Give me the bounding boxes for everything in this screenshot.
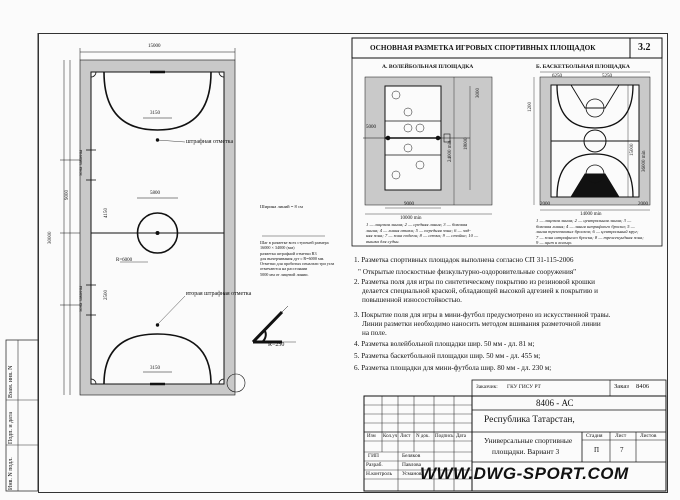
note-line: 4. Разметка волейбольной площадки шир. 5… (354, 340, 535, 348)
basketball-legend-line: 1 — лицевая линия; 2 — центральная линия… (536, 218, 632, 223)
watermark-text: WWW.DWG-SPORT.COM (420, 464, 629, 483)
field-note: Шаг в разметке всех ступеней размера (260, 240, 329, 245)
field-note: Отметки для пробитых пенальти три угла (260, 261, 335, 266)
field-zone-left: зона замены (79, 149, 84, 176)
stamp-sheets-label: Листов (640, 433, 657, 439)
stamp-col-list: Лист (400, 434, 411, 439)
field-dim-circle: 5800 (150, 191, 160, 196)
volleyball-dim-edge: 3000 (476, 88, 481, 98)
stamp-role-gip: ГИП (368, 453, 379, 459)
basketball-title: Б. БАСКЕТБОЛЬНАЯ ПЛОЩАДКА (536, 64, 630, 70)
basketball-dim-left: 1200 (528, 102, 533, 112)
stamp-sheet-value: 7 (620, 446, 624, 454)
stamp-order-label: Заказ (614, 383, 629, 390)
volleyball-legend: 1 — лицевая линия; 2 — средняя линия; 3 … (366, 222, 478, 244)
note-line: Линии разметки необходимо наносить метод… (362, 320, 601, 328)
field-dim-small-left: 9000 (65, 190, 70, 200)
corner-detail (251, 305, 296, 344)
field-dim-center: 4150 (104, 208, 109, 218)
stamp-customer-label: Заказчик: (476, 384, 498, 390)
note-line: 6. Разметка площадки для мини-футбола ши… (354, 364, 552, 372)
margin-sign-date: Подп. и дата (8, 411, 14, 444)
field-zone-left-2: зона замены (79, 285, 84, 312)
note-line: на поле. (362, 329, 387, 337)
note-line: " Открытые плоскостные физкультурно-оздо… (358, 268, 577, 276)
field-label-penalty: штрафная отметка (186, 139, 234, 145)
basketball-dim-total-h: 36000 min (642, 150, 647, 172)
volleyball-dim-total-w: 10000 min (400, 216, 422, 221)
basketball-legend-line: 7 — зона штрафного броска; 8 — трехсекун… (536, 234, 644, 240)
field-note: для вычерчивания дуг с R=6000 мм. (260, 255, 325, 261)
volleyball-legend-line: вышка для судьи. (366, 238, 400, 244)
stamp-stage-label: Стадия (586, 433, 603, 439)
stamp-name-razrab: Павлова (402, 462, 422, 468)
basketball-dim-bottom-r: 2000 (638, 202, 648, 207)
note-line: повышенной износостойкостью. (362, 296, 462, 304)
field-dim-top: 15000 (148, 44, 161, 49)
field-label-second-penalty: вторая штрафная отметка (186, 291, 252, 297)
stamp-name-nkontr: Усманова (402, 471, 424, 477)
stamp-stage-value: П (594, 446, 600, 454)
basketball-dim-bottom-l: 2000 (540, 202, 550, 207)
stamp-col-ndok: N док. (416, 434, 430, 439)
stamp-republic: Республика Татарстан, (484, 415, 575, 425)
stamp-col-kol: Кол.уч (383, 434, 398, 439)
volleyball-legend-line: няя зона; 7 — зона подачи; 8 — сетка; 9 … (366, 233, 479, 238)
volleyball-dim-side: 18000 (464, 137, 469, 151)
mini-football-field (60, 48, 246, 396)
volleyball-dim-inner-w: 9000 (404, 202, 414, 207)
field-note: отмечаются на расстоянии (260, 266, 308, 272)
field-note: 5000 мм от лицевой линии. (260, 271, 309, 277)
volleyball-title: А. ВОЛЕЙБОЛЬНАЯ ПЛОЩАДКА (382, 64, 474, 70)
volleyball-dim-total-h: 24000 min (448, 140, 453, 162)
field-note: разметка штрафной отметки R3 (260, 250, 317, 256)
note-line: делается специальной краской, обладающей… (362, 287, 599, 295)
field-dim-bottom-key: 3150 (150, 366, 160, 371)
basketball-dim-bottom: 14000 min (580, 212, 602, 217)
basketball-legend-line: 9 — щит и кольцо. (536, 240, 573, 245)
basketball-court (533, 71, 651, 211)
field-dim-key: 3150 (150, 111, 160, 116)
title-block (363, 379, 667, 492)
volleyball-dim-left: 5000 (366, 125, 376, 130)
stamp-object-1: Универсальные спортивные (484, 436, 573, 445)
stamp-object-2: площадки. Вариант 3 (492, 447, 560, 456)
field-note: 16000 × 34000 (мм) (260, 245, 295, 251)
volleyball-legend-line: 1 — лицевая линия; 2 — средняя линия; 3 … (366, 222, 468, 227)
stamp-code: 8406 - АС (536, 398, 574, 408)
volleyball-court (363, 76, 493, 215)
margin-inv-orig: Инв. N подл. (8, 457, 14, 490)
basketball-legend: 1 — лицевая линия; 2 — центральная линия… (536, 218, 644, 246)
stamp-col-izm: Изм (367, 434, 376, 439)
note-line: 2. Разметка поля для игры по синтетическ… (354, 278, 596, 286)
field-dim-radius: R=250 (268, 342, 285, 348)
note-line: 5. Разметка баскетбольной площадки шир. … (354, 352, 541, 360)
stamp-customer-value: ГКУ ГИСУ РТ (507, 384, 541, 390)
basketball-dim-top-a: 6250 (552, 74, 562, 79)
note-line: 1. Разметка спортивных площадок выполнен… (354, 256, 574, 264)
stamp-role-razrab: Разраб. (366, 462, 383, 468)
field-dim-total: 30000 (48, 231, 53, 245)
sheet-header-number: 3.2 (638, 42, 651, 53)
field-notes: Шаг в разметке всех ступеней размера 160… (260, 240, 334, 277)
stamp-col-podp: Подпись (435, 434, 454, 439)
basketball-legend-line: линия трехочковых бросков; 6 — центральн… (536, 229, 639, 234)
volleyball-legend-line: линия; 4 — линия атаки; 5 — передняя зон… (366, 227, 471, 233)
basketball-dim-top-b: 5250 (602, 74, 612, 79)
field-dim-arc: R=6000 (116, 258, 133, 263)
stamp-sheet-label: Лист (615, 433, 627, 439)
stamp-col-data: Дата (456, 434, 466, 439)
field-dim-penalty: 2500 (104, 290, 109, 300)
sheet-header-title: ОСНОВНАЯ РАЗМЕТКА ИГРОВЫХ СПОРТИВНЫХ ПЛО… (370, 44, 596, 52)
basketball-dim-inner-h: 15000 (630, 143, 635, 157)
basketball-legend-line: боковая линия; 4 — линия штрафного броск… (536, 223, 635, 229)
stamp-role-nkontr: Н.контроль (366, 471, 393, 477)
field-line-width: Ширина линий = 8 см (260, 204, 303, 209)
stamp-order-value: 8406 (636, 383, 650, 390)
stamp-name-gip: Беляков (402, 453, 421, 459)
margin-replace-inv: Взам. инв. N (8, 365, 14, 398)
note-line: 3. Покрытие поля для игры в мини-футбол … (354, 311, 611, 319)
